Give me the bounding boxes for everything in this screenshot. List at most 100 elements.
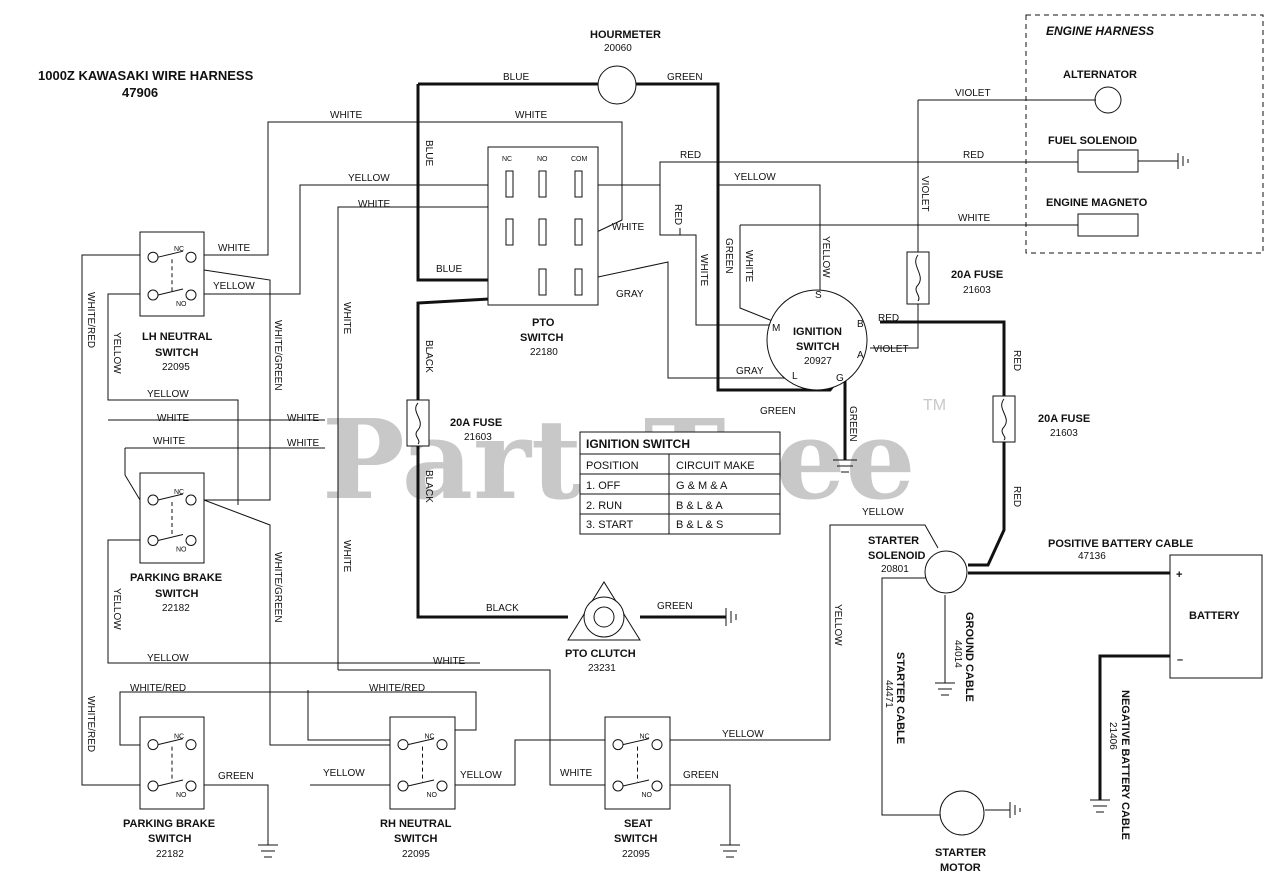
wire-label: GREEN (723, 238, 734, 274)
table-col-position: POSITION (586, 460, 639, 472)
ground-icon-ground-cable (935, 682, 955, 696)
ignition-terminal-b: B (857, 319, 864, 330)
pto-com-label: COM (571, 156, 588, 163)
wire-label: YELLOW (111, 332, 122, 374)
switch-no-label: NO (176, 301, 187, 308)
pto-terminal (538, 170, 547, 198)
wire-label: WHITE/RED (85, 696, 96, 752)
seat-switch-label-2: SWITCH (614, 833, 657, 845)
wire-label: WHITE (287, 413, 320, 424)
table-col-circuit: CIRCUIT MAKE (676, 460, 755, 472)
pto-terminal (574, 170, 583, 198)
wire-label: YELLOW (147, 653, 189, 664)
switch-terminal (185, 535, 197, 546)
pto-terminal (505, 218, 514, 246)
table-cell: 2. RUN (586, 500, 622, 512)
switch-terminal (185, 739, 197, 751)
wire-label: RED (1011, 350, 1022, 371)
ground-icon-starter-motor (1009, 802, 1021, 818)
pto-clutch-number: 23231 (588, 663, 616, 674)
wire-label: YELLOW (862, 507, 904, 518)
wire-label: WHITE (218, 243, 251, 254)
wire-label: WHITE (341, 302, 352, 335)
wire-label: YELLOW (460, 770, 502, 781)
starter-solenoid-number: 20801 (881, 564, 909, 575)
wire-label: YELLOW (147, 389, 189, 400)
starter-motor-label-1: STARTER (935, 847, 986, 859)
wire-label: YELLOW (213, 281, 255, 292)
pto-switch-number: 22180 (530, 347, 558, 358)
fuel-solenoid-ground-icon (1138, 153, 1189, 169)
diagram-part-number: 47906 (122, 85, 158, 100)
wire-label: YELLOW (820, 236, 831, 278)
fuse-top-number: 21603 (963, 285, 991, 296)
switch-contact (622, 779, 650, 787)
wire-label: GRAY (736, 366, 764, 377)
wire-label: VIOLET (873, 344, 909, 355)
switch-contact (157, 288, 184, 296)
wire-label: WHITE/RED (130, 683, 186, 694)
battery-minus: – (1177, 654, 1183, 666)
negative-cable-number: 21406 (1107, 722, 1118, 750)
wire-label: GREEN (847, 406, 858, 442)
switch-contact (407, 738, 435, 746)
ignition-terminal-s: S (815, 290, 822, 301)
wire-label: WHITE (330, 110, 363, 121)
rh-neutral-number: 22095 (402, 849, 430, 860)
fuel-solenoid-label: FUEL SOLENOID (1048, 135, 1137, 147)
wire-label: RED (963, 150, 984, 161)
switch-terminal (397, 739, 409, 751)
ground-icon-pto-clutch (725, 608, 737, 626)
seat-switch-label-1: SEAT (624, 818, 653, 830)
starter-cable-number: 44471 (883, 680, 894, 708)
switch-nc-label: NC (174, 734, 184, 741)
ground-cable-label: GROUND CABLE (963, 612, 975, 702)
pto-switch-label-2: SWITCH (520, 332, 563, 344)
battery-label: BATTERY (1189, 610, 1240, 622)
switch-nc-label: NC (174, 489, 184, 496)
fuse-right (992, 395, 1016, 443)
switch-terminal (147, 251, 159, 263)
switch-terminal (185, 780, 197, 792)
wire-label: YELLOW (832, 604, 843, 646)
ignition-switch-label-1: IGNITION (793, 326, 842, 338)
switch-terminal (185, 494, 197, 506)
parking-brake-2-label-1: PARKING BRAKE (123, 818, 215, 830)
switch-no-label: NO (427, 792, 438, 799)
hourmeter-number: 20060 (604, 43, 632, 54)
ignition-terminal-g: G (836, 373, 844, 384)
wire-label: WHITE (358, 199, 391, 210)
wire-label: WHITE (433, 656, 466, 667)
wire-label: WHITE (515, 110, 548, 121)
wire-labels-vertical: BLUE BLACK BLACK WHITE WHITE RED WHITE G… (85, 140, 1022, 752)
starter-solenoid-label-2: SOLENOID (868, 550, 926, 562)
switch-terminal (612, 780, 624, 792)
positive-cable-label: POSITIVE BATTERY CABLE (1048, 538, 1193, 550)
wire-label: BLUE (423, 140, 434, 166)
switch-terminal (147, 494, 159, 506)
switch-contact (157, 738, 184, 746)
starter-solenoid-label-1: STARTER (868, 535, 919, 547)
wire-label: YELLOW (722, 729, 764, 740)
pto-terminal (505, 170, 514, 198)
wire-label: WHITE (287, 438, 320, 449)
wire-label: BLACK (423, 470, 434, 503)
starter-cable-label: STARTER CABLE (894, 652, 906, 744)
starter-motor-label-2: MOTOR (940, 862, 981, 874)
table-cell: G & M & A (676, 480, 728, 492)
switch-terminal (185, 251, 197, 263)
parking-brake-1-label-1: PARKING BRAKE (130, 572, 222, 584)
wire-label: BLUE (503, 72, 529, 83)
fuse-right-number: 21603 (1050, 428, 1078, 439)
switch-terminal (147, 780, 159, 792)
negative-cable-label: NEGATIVE BATTERY CABLE (1119, 690, 1131, 840)
table-cell: B & L & S (676, 519, 723, 531)
fuse-left-label: 20A FUSE (450, 417, 502, 429)
thick-wires (416, 82, 1170, 800)
ignition-switch-number: 20927 (804, 356, 832, 367)
engine-harness-box (1025, 14, 1264, 254)
pto-nc-label: NC (502, 156, 512, 163)
wire-label: BLUE (436, 264, 462, 275)
